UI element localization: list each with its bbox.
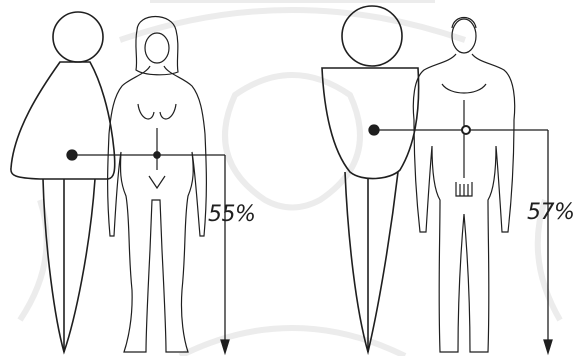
female-abstract-shape: [11, 12, 115, 352]
male-center-of-gravity-line: [369, 125, 552, 353]
seal-watermark: [20, 0, 560, 356]
male-body-gravity-dot: [462, 126, 470, 134]
male-percent-label: 57%: [527, 200, 574, 225]
female-torso-triangle: [11, 62, 115, 179]
male-abstract-shape: [322, 6, 419, 352]
male-figure: [413, 18, 514, 353]
female-center-of-gravity-line: [67, 150, 229, 353]
female-abstract-gravity-dot: [67, 150, 77, 160]
female-head-circle: [53, 12, 103, 62]
female-body-gravity-dot: [154, 152, 160, 158]
male-body-outline: [413, 54, 514, 352]
female-face: [145, 33, 169, 63]
female-figure: [108, 17, 207, 353]
female-percent-label: 55%: [208, 202, 255, 227]
female-body-outline: [108, 66, 207, 352]
male-abstract-gravity-dot: [369, 125, 379, 135]
male-leg-wedge: [345, 172, 398, 352]
female-leg-wedge: [43, 179, 95, 352]
